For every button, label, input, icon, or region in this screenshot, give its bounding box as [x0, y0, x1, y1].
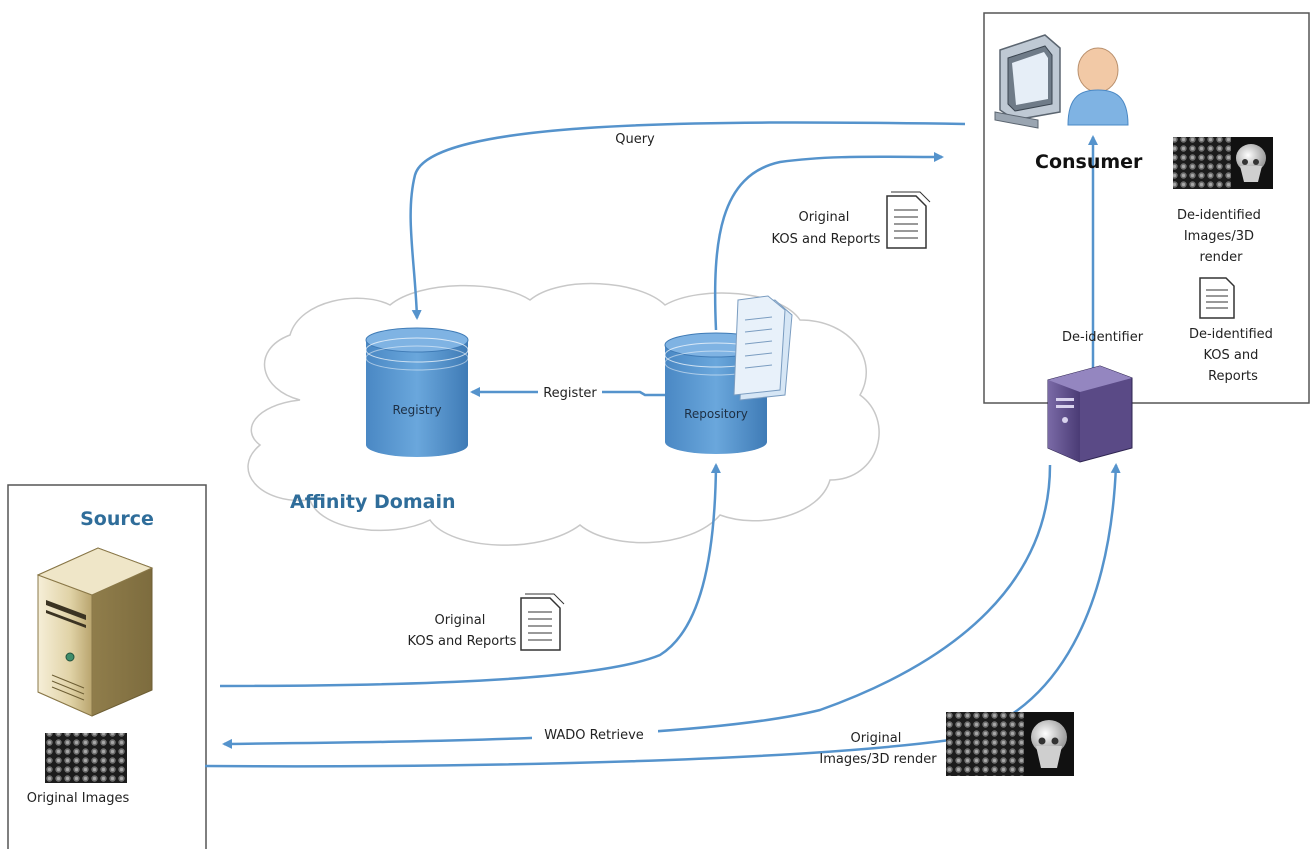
image-grid-icon [1173, 137, 1231, 189]
skull-3d-render-icon [1236, 144, 1266, 182]
affinity-domain-title: Affinity Domain [290, 491, 456, 513]
deidentified-images-caption: De-identified Images/3D render [1177, 208, 1265, 265]
original-images-arrow [204, 463, 1121, 768]
source-to-repository-arrow [219, 463, 721, 688]
document-icon [1199, 277, 1235, 319]
document-icon [886, 191, 931, 249]
registry-cylinder [365, 327, 469, 457]
original-images-caption: Original Images [27, 791, 130, 806]
source-to-repo-docs-label: Original KOS and Reports [408, 613, 517, 649]
original-images-3d-icon [946, 712, 1074, 776]
register-label: Register [543, 386, 597, 401]
consumer-title: Consumer [1035, 151, 1143, 173]
source-title: Source [80, 508, 154, 530]
document-stack-icon [733, 295, 793, 401]
deidentifier-label: De-identifier [1062, 330, 1144, 345]
repository-label: Repository [684, 407, 748, 421]
user-person-icon [1067, 47, 1129, 126]
server-tower-icon [36, 547, 154, 717]
wado-retrieve-label: WADO Retrieve [544, 728, 644, 743]
query-arrow [409, 121, 966, 320]
image-grid-icon [45, 733, 127, 783]
registry-label: Registry [392, 403, 441, 417]
original-images-3d-label: Original Images/3D render [819, 731, 937, 767]
document-icon [520, 593, 565, 651]
repository-to-consumer-arrow [713, 151, 944, 331]
repo-to-consumer-docs-label: Original KOS and Reports [772, 210, 881, 247]
desktop-computer-icon [994, 34, 1061, 129]
deidentifier-server-icon [1047, 365, 1133, 463]
image-grid-icon [946, 712, 1024, 776]
wado-retrieve-arrow [222, 464, 1052, 749]
skull-3d-render-icon [1031, 720, 1067, 768]
deidentified-images-icon [1173, 137, 1273, 189]
deidentified-reports-caption: De-identified KOS and Reports [1189, 327, 1277, 384]
query-label: Query [615, 132, 655, 147]
